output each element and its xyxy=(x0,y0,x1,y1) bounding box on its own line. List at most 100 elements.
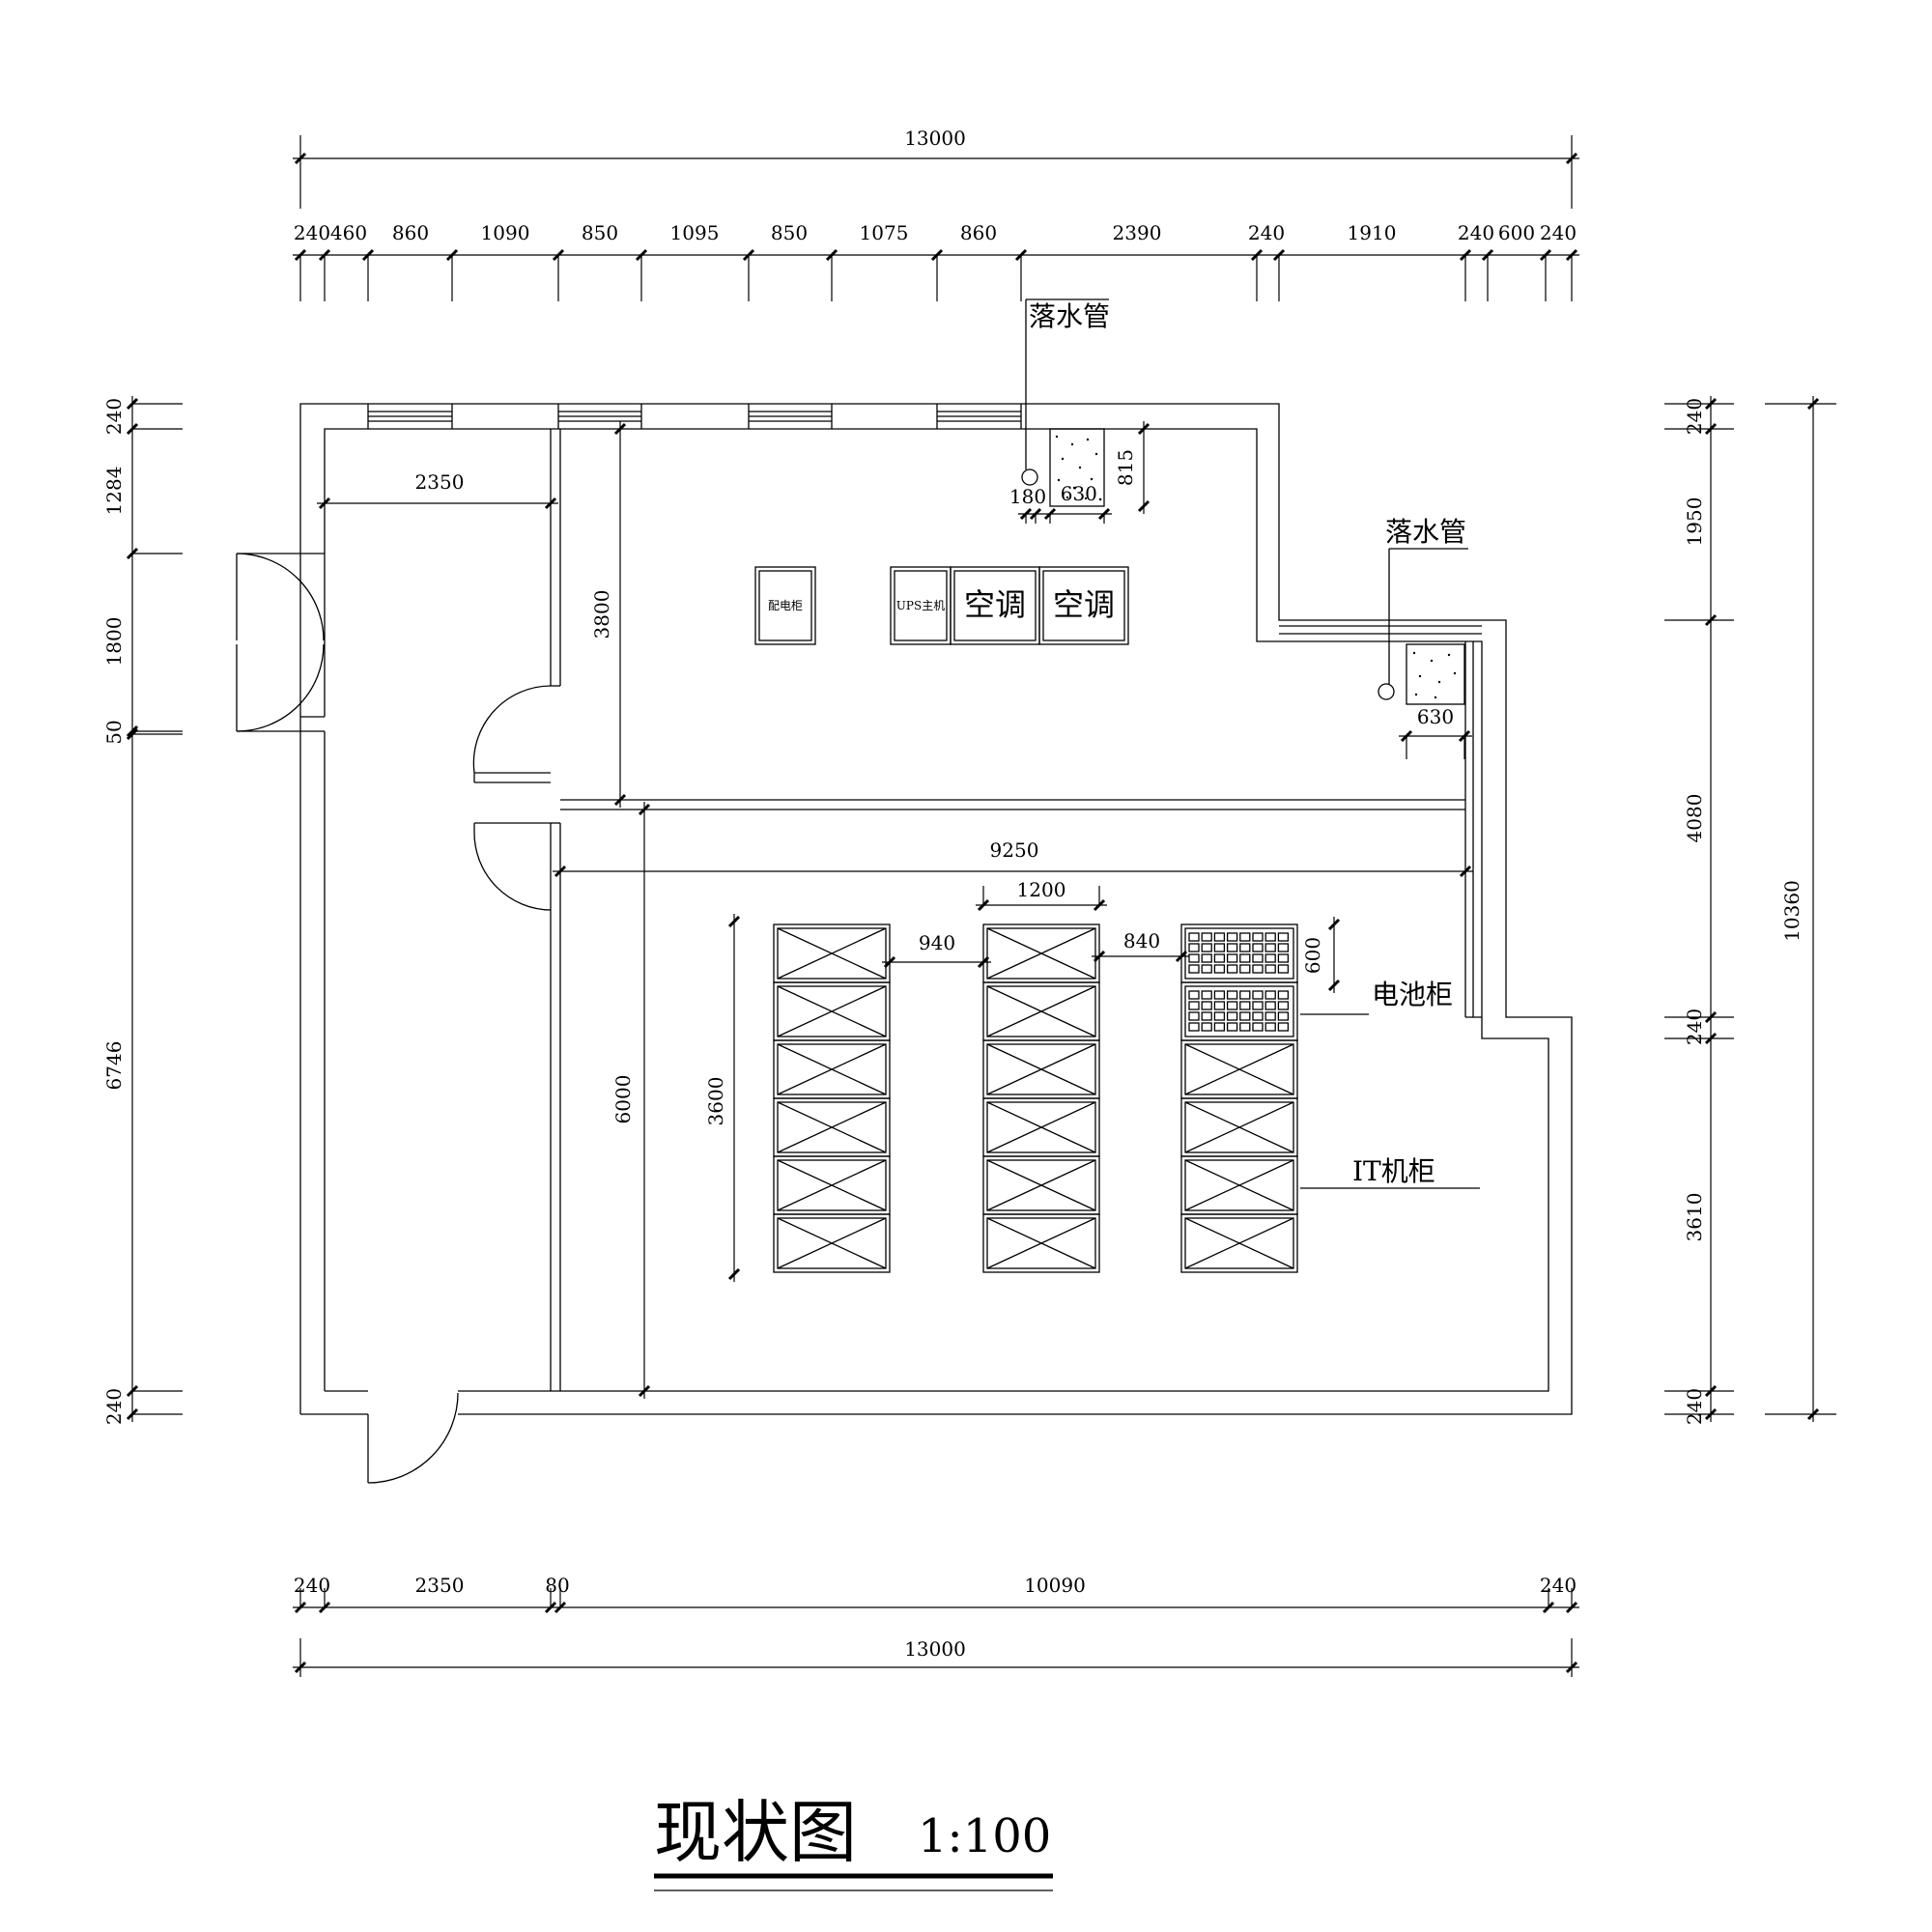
dim-left-4: 6746 xyxy=(102,1041,126,1091)
dim-tick xyxy=(613,793,627,807)
dim-pit1-width: 630. xyxy=(1061,482,1104,505)
rack-r2-4 xyxy=(982,1097,1100,1157)
battery-cabinet-label: 电池柜 xyxy=(1372,979,1453,1010)
battery-cabinet-2 xyxy=(1180,981,1298,1041)
ac-1-label: 空调 xyxy=(964,586,1026,623)
dim-top-2: 860 xyxy=(392,221,429,244)
dim-tick xyxy=(126,724,139,738)
dim-bottom-4: 240 xyxy=(1540,1574,1577,1597)
dim-tick xyxy=(1565,1661,1578,1674)
dim-aisle-2: 840 xyxy=(1123,929,1160,952)
dim-top-total: 13000 xyxy=(904,127,966,150)
drain-pit-2 xyxy=(1406,643,1465,705)
downpipe-label-2: 落水管 xyxy=(1385,516,1466,548)
dim-left-1: 1284 xyxy=(102,467,126,516)
dim-tick xyxy=(1137,499,1151,513)
dim-tick xyxy=(126,547,139,560)
dim-tick xyxy=(742,248,755,262)
dim-pit1-depth: 815 xyxy=(1114,449,1137,486)
dim-lower-room-width: 9250 xyxy=(990,838,1039,862)
dim-tick xyxy=(1481,248,1494,262)
dim-tick xyxy=(638,1384,651,1398)
rack-r1-5 xyxy=(773,1155,891,1215)
dim-tick xyxy=(554,1601,567,1614)
dim-tick xyxy=(1093,950,1106,963)
downpipe-label-1: 落水管 xyxy=(1029,300,1110,332)
dim-tick xyxy=(126,1384,139,1398)
dim-left-3: 50 xyxy=(102,720,126,744)
dim-tick xyxy=(126,727,139,741)
rack-r1-2 xyxy=(773,981,891,1041)
labels: 落水管 落水管 配电柜 UPS主机 空调 空调 电池柜 IT机柜 13000 2… xyxy=(102,127,1804,1872)
dim-tick xyxy=(1565,248,1578,262)
dim-tick xyxy=(361,248,375,262)
dim-pit2-width: 630 xyxy=(1417,705,1454,728)
dim-top-11: 1910 xyxy=(1348,221,1397,244)
rack-r2-5 xyxy=(982,1155,1100,1215)
dim-right-3: 240 xyxy=(1683,1009,1706,1045)
dim-bottom-2: 80 xyxy=(545,1574,569,1597)
top-windows xyxy=(367,404,1022,429)
dim-tick xyxy=(1542,1601,1555,1614)
dim-top-3: 1090 xyxy=(481,221,530,244)
rack-r2-3 xyxy=(982,1039,1100,1099)
rack-r3-5 xyxy=(1180,1155,1298,1215)
dim-tick xyxy=(126,397,139,411)
dim-rack-width: 1200 xyxy=(1017,878,1066,901)
dim-tick xyxy=(552,248,565,262)
dim-top-8: 860 xyxy=(960,221,997,244)
dim-tick xyxy=(1704,422,1718,436)
dim-tick xyxy=(727,1267,741,1281)
downpipe-2-icon xyxy=(1378,683,1395,700)
dim-top-4: 850 xyxy=(582,221,618,244)
dim-tick xyxy=(1250,248,1264,262)
dim-bottom-total: 13000 xyxy=(904,1637,966,1661)
distribution-cabinet xyxy=(754,566,816,645)
rack-r2-6 xyxy=(982,1213,1100,1273)
door-lower-room xyxy=(473,822,552,911)
dim-tick xyxy=(1327,979,1341,992)
door-left-entrance xyxy=(236,553,325,732)
dim-tick xyxy=(1704,613,1718,627)
dim-tick xyxy=(1704,1384,1718,1398)
doors xyxy=(236,553,552,1484)
dim-tick xyxy=(1029,507,1042,521)
it-cabinet-label: IT机柜 xyxy=(1352,1155,1435,1187)
dim-aisle-1: 940 xyxy=(919,931,955,954)
dim-tick xyxy=(1137,422,1151,436)
dim-top-10: 240 xyxy=(1248,221,1285,244)
dim-tick xyxy=(1806,397,1820,411)
dim-right-1: 1950 xyxy=(1683,497,1706,547)
dim-tick xyxy=(554,865,567,878)
dim-bottom-0: 240 xyxy=(294,1574,330,1597)
dim-tick xyxy=(294,1661,307,1674)
door-upper-room xyxy=(472,685,552,783)
drain-pit-1 xyxy=(1049,428,1105,507)
dim-tick xyxy=(1175,950,1188,963)
downpipe-1-icon xyxy=(1021,469,1038,486)
page-title: 现状图 xyxy=(654,1793,857,1872)
dim-tick xyxy=(126,1407,139,1421)
dim-tick xyxy=(1093,898,1106,912)
rack-r1-3 xyxy=(773,1039,891,1099)
dim-tick xyxy=(727,915,741,928)
dim-top-5: 1095 xyxy=(670,221,720,244)
dim-tick xyxy=(544,497,557,510)
upper-room-equipment xyxy=(754,566,1129,645)
dim-top-13: 600 xyxy=(1498,221,1535,244)
inner-wall xyxy=(324,428,1549,1392)
dim-tick xyxy=(318,497,331,510)
dim-top-6: 850 xyxy=(771,221,808,244)
dim-tick xyxy=(1459,248,1472,262)
dim-tick xyxy=(1565,152,1578,165)
dim-tick xyxy=(1043,507,1057,521)
dim-tick xyxy=(1565,1601,1578,1614)
dimension-lines xyxy=(126,135,1836,1677)
scale-label: 1:100 xyxy=(918,1809,1051,1863)
dim-left-5: 240 xyxy=(102,1388,126,1425)
dim-right-total: 10360 xyxy=(1780,880,1804,942)
dim-tick xyxy=(977,898,990,912)
dim-tick xyxy=(613,422,627,436)
dim-tick xyxy=(977,955,990,969)
dim-tick xyxy=(1327,918,1341,931)
